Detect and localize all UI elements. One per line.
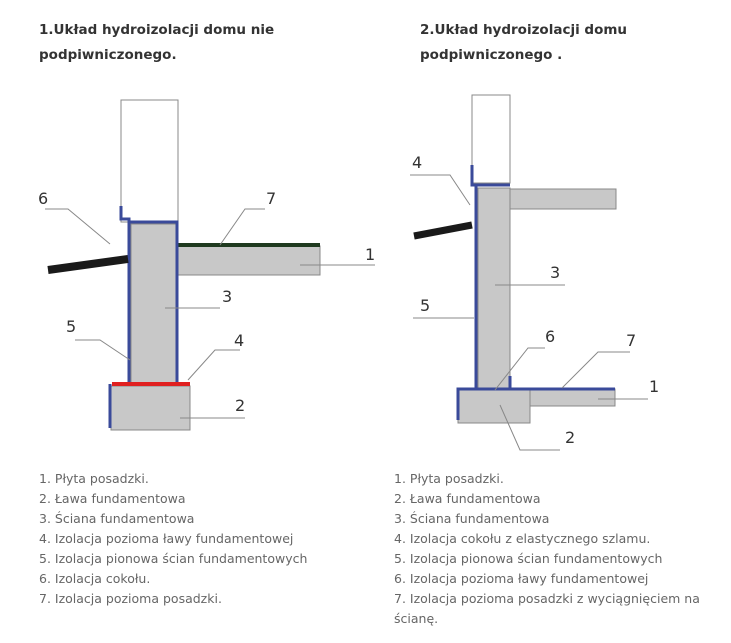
d2-leader-4	[410, 174, 471, 206]
legend-1-item: 5. Izolacja pionowa ścian fundamentowych	[39, 551, 308, 566]
legend-2-item: 7. Izolacja pozioma posadzki z wyciągnię…	[394, 591, 700, 626]
d2-ceiling-slab	[509, 188, 617, 210]
legend-2-item: 3. Ściana fundamentowa	[394, 511, 550, 526]
d2-drainage-pipe	[413, 221, 473, 240]
d2-callout-6: 6	[545, 327, 555, 346]
legend-2-item: 4. Izolacja cokołu z elastycznego szlamu…	[394, 531, 651, 546]
d1-floor-slab	[176, 245, 321, 276]
diagram-2: 1 2 3 4 5 6 7	[410, 94, 659, 451]
d1-callout-5: 5	[66, 317, 76, 336]
d1-callout-2: 2	[235, 396, 245, 415]
diagram-1-legend: 1. Płyta posadzki. 2. Ława fundamentowa …	[39, 469, 379, 609]
d1-leader-7	[219, 208, 265, 246]
d1-callout-7: 7	[266, 189, 276, 208]
d1-leader-6	[45, 208, 111, 245]
d2-footing-insulation	[456, 387, 615, 420]
diagram-2-title: 2.Układ hydroizolacji domu podpiwniczone…	[420, 22, 628, 63]
d2-foundation-wall	[477, 187, 511, 389]
d2-callout-1: 1	[649, 377, 659, 396]
d1-leader-lines	[45, 208, 375, 419]
d1-callout-4: 4	[234, 331, 244, 350]
d2-callout-4: 4	[412, 153, 422, 172]
legend-2-item: 2. Ława fundamentowa	[394, 491, 541, 506]
d2-callout-7: 7	[626, 331, 636, 350]
d1-drainage-pipe	[47, 255, 129, 274]
d2-upper-wall	[471, 94, 511, 184]
diagrams-canvas: 1 2 3 4 5 6 7	[38, 94, 659, 451]
d2-callout-2: 2	[565, 428, 575, 447]
legend-1-item: 4. Izolacja pozioma ławy fundamentowej	[39, 531, 294, 546]
d2-callout-3: 3	[550, 263, 560, 282]
diagram-2-legend: 1. Płyta posadzki. 2. Ława fundamentowa …	[394, 469, 724, 629]
d2-leader-7	[561, 351, 630, 389]
d2-leader-2	[499, 404, 560, 451]
legend-1-item: 6. Izolacja cokołu.	[39, 571, 151, 586]
legend-2-item: 6. Izolacja pozioma ławy fundamentowej	[394, 571, 649, 586]
diagram-1-title: 1.Układ hydroizolacji domu nie podpiwnic…	[39, 22, 275, 63]
legend-1-item: 1. Płyta posadzki.	[39, 471, 149, 486]
d1-callout-3: 3	[222, 287, 232, 306]
d1-vertical-insulation-right	[129, 220, 179, 384]
diagram-1: 1 2 3 4 5 6 7	[38, 99, 375, 431]
d1-upper-wall	[120, 99, 179, 223]
d1-callout-6: 6	[38, 189, 48, 208]
d2-footing	[457, 389, 531, 424]
d2-plinth-insulation	[470, 165, 510, 187]
d1-leader-4	[187, 349, 240, 381]
legend-1-item: 2. Ława fundamentowa	[39, 491, 186, 506]
d1-vertical-insulation-left	[119, 206, 131, 384]
d2-callout-5: 5	[420, 296, 430, 315]
d1-leader-5	[75, 339, 131, 361]
legend-2-item: 5. Izolacja pionowa ścian fundamentowych	[394, 551, 663, 566]
d2-floor-slab	[527, 388, 616, 407]
d2-leader-lines	[410, 174, 648, 451]
d1-callout-1: 1	[365, 245, 375, 264]
d1-footing	[110, 385, 191, 431]
d2-leader-6	[494, 347, 545, 391]
legend-1-item: 7. Izolacja pozioma posadzki.	[39, 591, 222, 606]
legend-1-item: 3. Ściana fundamentowa	[39, 511, 195, 526]
d1-foundation-wall	[130, 223, 177, 385]
legend-2-item: 1. Płyta posadzki.	[394, 471, 504, 486]
